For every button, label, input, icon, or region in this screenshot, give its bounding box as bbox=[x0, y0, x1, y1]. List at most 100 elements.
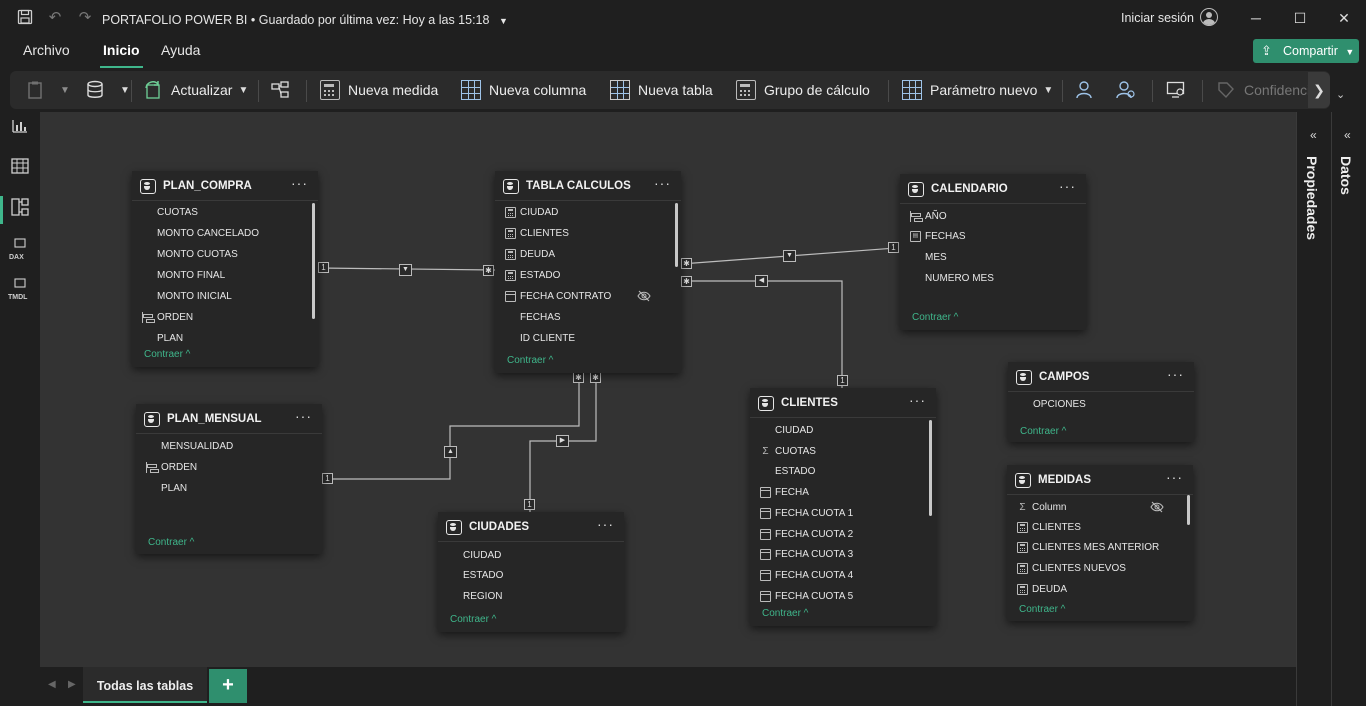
field-row[interactable]: ESTADO bbox=[495, 265, 681, 286]
more-options-icon[interactable]: ··· bbox=[291, 175, 308, 191]
chevron-down-icon[interactable]: ▼ bbox=[498, 16, 508, 26]
table-card-calendario[interactable]: CALENDARIO··· AÑO ▤FECHAS MES NUMERO MES… bbox=[900, 174, 1086, 330]
field-row[interactable]: FECHA CUOTA 2 bbox=[750, 524, 936, 545]
menu-ayuda[interactable]: Ayuda bbox=[161, 42, 201, 58]
filter-direction-icon[interactable]: ▼ bbox=[399, 264, 412, 276]
field-row[interactable]: ESTADO bbox=[438, 565, 624, 586]
filter-direction-icon[interactable]: ▲ bbox=[444, 446, 457, 458]
more-options-icon[interactable]: ··· bbox=[1166, 469, 1183, 485]
more-options-icon[interactable]: ··· bbox=[597, 516, 614, 532]
collapse-link[interactable]: Contraer ^ bbox=[144, 349, 191, 360]
properties-pane-tab[interactable]: Propiedades bbox=[1304, 156, 1320, 241]
collapse-link[interactable]: Contraer ^ bbox=[450, 614, 497, 625]
more-options-icon[interactable]: ··· bbox=[295, 408, 312, 424]
table-header[interactable]: TABLA CALCULOS··· bbox=[495, 171, 681, 201]
relationship-many-marker[interactable]: ✱ bbox=[573, 372, 584, 383]
relationship-one-marker[interactable]: 1 bbox=[888, 242, 899, 253]
field-row[interactable]: MONTO INICIAL bbox=[132, 286, 318, 307]
field-row[interactable]: FECHA CUOTA 3 bbox=[750, 544, 936, 565]
data-pane-tab[interactable]: Datos bbox=[1338, 156, 1354, 195]
scroll-tabs-right-icon[interactable]: ▶ bbox=[68, 679, 76, 690]
field-row[interactable]: ORDEN bbox=[132, 307, 318, 328]
calc-group-button[interactable]: Grupo de cálculo bbox=[736, 71, 870, 109]
field-row[interactable]: ▤FECHAS bbox=[900, 226, 1086, 247]
minimize-button[interactable]: ─ bbox=[1251, 10, 1261, 26]
field-row[interactable]: CIUDAD bbox=[438, 545, 624, 566]
table-card-plan-compra[interactable]: PLAN_COMPRA··· CUOTAS MONTO CANCELADO MO… bbox=[132, 171, 318, 367]
field-row[interactable]: DEUDA bbox=[1007, 579, 1193, 600]
new-column-button[interactable]: Nueva columna bbox=[461, 71, 586, 109]
sign-in-link[interactable]: Iniciar sesión bbox=[1121, 11, 1194, 25]
more-options-icon[interactable]: ··· bbox=[1059, 178, 1076, 194]
field-row[interactable]: PLAN bbox=[136, 478, 322, 499]
field-row[interactable]: FECHA CONTRATO bbox=[495, 286, 681, 307]
relationship-many-marker[interactable]: ✱ bbox=[681, 276, 692, 287]
scrollbar[interactable] bbox=[312, 203, 315, 319]
report-view-icon[interactable] bbox=[8, 118, 32, 142]
filter-direction-icon[interactable]: ▼ bbox=[783, 250, 796, 262]
field-row[interactable]: FECHA CUOTA 5 bbox=[750, 586, 936, 607]
new-parameter-button[interactable]: Parámetro nuevo▼ bbox=[902, 71, 1053, 109]
relationship-one-marker[interactable]: 1 bbox=[837, 375, 848, 386]
collapse-link[interactable]: Contraer ^ bbox=[507, 355, 554, 366]
collapse-link[interactable]: Contraer ^ bbox=[1019, 604, 1066, 615]
qa-setup-button[interactable] bbox=[1166, 71, 1194, 109]
field-row[interactable]: MES bbox=[900, 247, 1086, 268]
filter-direction-icon[interactable]: ◀ bbox=[755, 275, 768, 287]
field-row[interactable]: MENSUALIDAD bbox=[136, 436, 322, 457]
refresh-button[interactable]: Actualizar▼ bbox=[143, 71, 248, 109]
table-card-tabla-calculos[interactable]: TABLA CALCULOS··· CIUDAD CLIENTES DEUDA … bbox=[495, 171, 681, 373]
redo-icon[interactable]: ↷ bbox=[78, 9, 92, 26]
save-icon[interactable] bbox=[16, 9, 34, 27]
table-card-campos[interactable]: CAMPOS··· OPCIONES Contraer ^ bbox=[1008, 362, 1194, 442]
table-header[interactable]: PLAN_MENSUAL··· bbox=[136, 404, 322, 434]
relationship-many-marker[interactable]: ✱ bbox=[590, 372, 601, 383]
tmdl-view-icon[interactable]: TMDL bbox=[8, 278, 32, 302]
field-row[interactable]: OPCIONES bbox=[1008, 394, 1194, 415]
table-view-icon[interactable] bbox=[8, 158, 32, 182]
more-options-icon[interactable]: ··· bbox=[654, 175, 671, 191]
dax-query-view-icon[interactable]: DAX bbox=[8, 238, 32, 262]
share-button[interactable]: ⇪ Compartir ▼ bbox=[1253, 39, 1359, 63]
ribbon-scroll-right-button[interactable]: ❯ bbox=[1308, 72, 1330, 108]
collapse-link[interactable]: Contraer ^ bbox=[762, 608, 809, 619]
field-row[interactable]: REGION bbox=[438, 586, 624, 607]
maximize-button[interactable]: ☐ bbox=[1293, 10, 1307, 26]
collapse-link[interactable]: Contraer ^ bbox=[1020, 426, 1067, 437]
model-view-icon[interactable] bbox=[8, 198, 32, 222]
field-row[interactable]: CIUDAD bbox=[750, 420, 936, 441]
field-row[interactable]: CIUDAD bbox=[495, 202, 681, 223]
manage-roles-button[interactable] bbox=[1076, 71, 1104, 109]
scrollbar[interactable] bbox=[929, 420, 932, 516]
menu-archivo[interactable]: Archivo bbox=[23, 42, 70, 58]
field-row[interactable]: DEUDA bbox=[495, 244, 681, 265]
table-card-plan-mensual[interactable]: PLAN_MENSUAL··· MENSUALIDAD ORDEN PLAN C… bbox=[136, 404, 322, 554]
field-row[interactable]: ESTADO bbox=[750, 461, 936, 482]
undo-icon[interactable]: ↶ bbox=[48, 9, 62, 26]
collapse-ribbon-icon[interactable]: ⌄ bbox=[1336, 89, 1346, 101]
field-row[interactable]: FECHA CUOTA 4 bbox=[750, 565, 936, 586]
table-header[interactable]: CLIENTES··· bbox=[750, 388, 936, 418]
collapse-link[interactable]: Contraer ^ bbox=[148, 537, 195, 548]
sensitivity-button[interactable]: Confidencial bbox=[1216, 71, 1308, 109]
expand-properties-icon[interactable]: « bbox=[1310, 128, 1317, 142]
collapse-link[interactable]: Contraer ^ bbox=[912, 312, 959, 323]
new-table-button[interactable]: Nueva tabla bbox=[610, 71, 713, 109]
field-row[interactable]: CUOTAS bbox=[132, 202, 318, 223]
field-row[interactable]: FECHAS bbox=[495, 307, 681, 328]
relationship-one-marker[interactable]: 1 bbox=[322, 473, 333, 484]
scrollbar[interactable] bbox=[675, 203, 678, 267]
relationship-one-marker[interactable]: 1 bbox=[524, 499, 535, 510]
tab-all-tables[interactable]: Todas las tablas bbox=[83, 667, 207, 703]
close-button[interactable]: ✕ bbox=[1338, 10, 1350, 26]
filter-direction-icon[interactable]: ▶ bbox=[556, 435, 569, 447]
table-card-ciudades[interactable]: CIUDADES··· CIUDAD ESTADO REGION Contrae… bbox=[438, 512, 624, 632]
field-row[interactable]: PLAN bbox=[132, 328, 318, 349]
manage-relationships-button[interactable] bbox=[270, 71, 298, 109]
field-row[interactable]: MONTO CUOTAS bbox=[132, 244, 318, 265]
expand-data-icon[interactable]: « bbox=[1344, 128, 1351, 142]
